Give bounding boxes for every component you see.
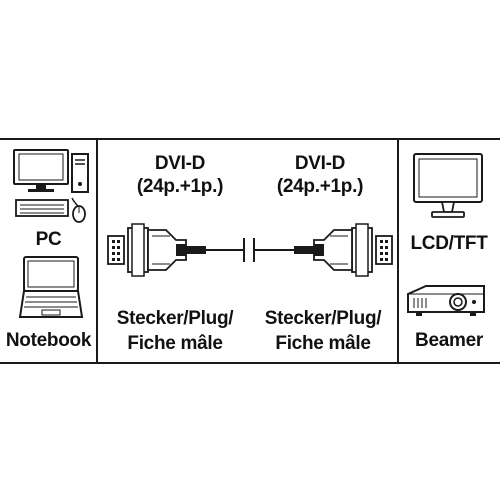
left-connector-type-label: DVI-D [154,153,206,174]
dvi-cable-diagram [107,223,393,277]
laptop-icon [18,256,84,318]
monitor-label: LCD/TFT [410,233,488,254]
projector-icon [407,285,485,316]
pc-label: PC [35,229,62,250]
frame-lines [0,138,500,364]
dvi-plug-icon [107,223,206,277]
right-connector-gender-line1: Stecker/Plug/ [264,308,382,329]
right-connector-type-label: DVI-D [294,153,346,174]
right-connector-pins-label: (24p.+1p.) [276,176,364,197]
connection-diagram [0,138,500,364]
desktop-computer-icon [13,149,89,193]
dvi-plug-icon [294,223,393,277]
left-connector-pins-label: (24p.+1p.) [136,176,224,197]
projector-label: Beamer [415,330,483,351]
left-connector-gender-line2: Fiche mâle [127,333,223,354]
notebook-label: Notebook [5,330,92,351]
right-connector-gender-line2: Fiche mâle [275,333,371,354]
left-connector-gender-line1: Stecker/Plug/ [116,308,234,329]
mouse-icon [71,197,86,223]
keyboard-icon [15,199,69,217]
monitor-icon [413,153,483,218]
